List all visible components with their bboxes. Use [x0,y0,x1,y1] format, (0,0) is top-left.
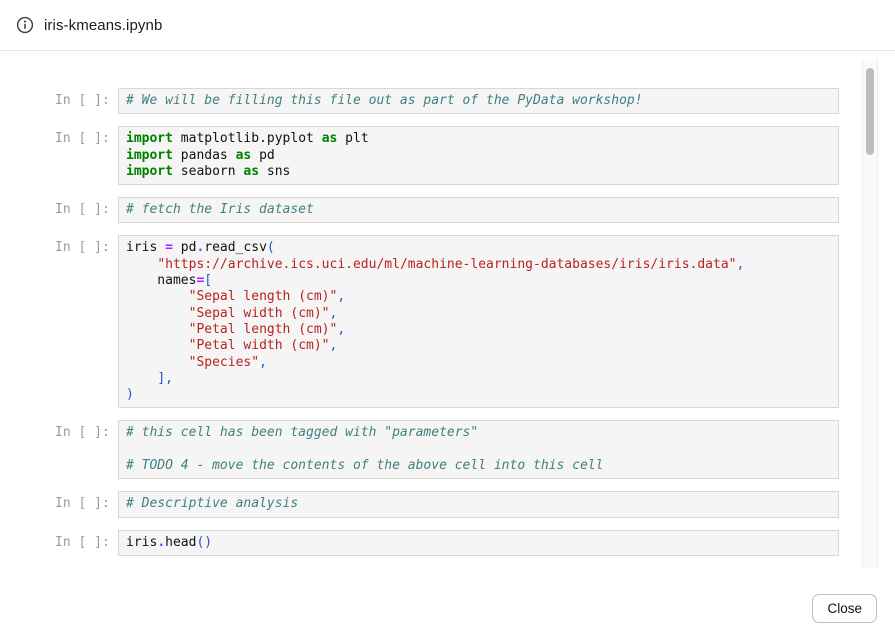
cell-input[interactable]: # this cell has been tagged with "parame… [118,420,839,480]
code-line: import matplotlib.pyplot as plt [126,131,369,147]
notebook-cell: In [ ]: # this cell has been tagged with … [55,420,839,480]
scrollbar-track[interactable] [862,60,878,568]
code-line: "Species", [188,354,267,370]
code-line: # fetch the Iris dataset [126,202,314,218]
code-line: # We will be filling this file out as pa… [126,93,643,108]
code-line: # Descriptive analysis [126,496,299,512]
cell-input[interactable]: # fetch the Iris dataset [118,197,839,224]
code-line: "Petal width (cm)", [188,338,338,354]
cell-input[interactable]: iris = pd.read_csv( "https://archive.ics… [118,235,839,409]
cell-input[interactable]: # Descriptive analysis [118,491,839,518]
notebook-cell: In [ ]: iris = pd.read_csv( "https://arch… [55,235,839,409]
code-line: names=[ [126,273,213,289]
code-line: "Sepal width (cm)", [188,305,338,321]
code-line: import pandas as pd [126,147,275,163]
dialog-title: iris-kmeans.ipynb [44,16,163,34]
code-line: import seaborn as sns [126,163,291,179]
code-line: # TODO 4 - move the contents of the abov… [126,458,604,474]
scrollbar-thumb[interactable] [866,68,874,155]
cell-prompt: In [ ]: [55,202,110,218]
cell-input[interactable]: iris.head() [118,529,839,556]
info-icon [16,16,34,34]
notebook-preview: In [ ]: # We will be filling this file ou… [0,51,895,570]
code-line: "Petal length (cm)", [188,321,346,337]
notebook-cells: In [ ]: # We will be filling this file ou… [55,88,839,568]
cell-prompt: In [ ]: [55,93,110,108]
code-line: ], [157,370,173,386]
code-line: ) [126,387,134,403]
cell-input[interactable]: # We will be filling this file out as pa… [118,88,839,115]
code-line: iris = pd.read_csv( [126,240,275,256]
cell-prompt: In [ ]: [55,496,110,512]
dialog-header: iris-kmeans.ipynb [0,0,895,51]
notebook-cell: In [ ]: iris.head() [55,529,839,556]
cell-prompt: In [ ]: [55,131,110,147]
cell-prompt: In [ ]: [55,534,110,550]
code-line: # this cell has been tagged with "parame… [126,425,479,441]
close-button[interactable]: Close [812,594,877,623]
notebook-cell: In [ ]: # We will be filling this file ou… [55,88,839,115]
code-line [126,442,831,458]
code-line: "Sepal length (cm)", [188,289,346,305]
cell-prompt: In [ ]: [55,425,110,441]
notebook-cell: In [ ]: # Descriptive analysis [55,491,839,518]
notebook-cell: In [ ]: # fetch the Iris dataset [55,197,839,224]
code-line: iris.head() [126,534,213,550]
dialog-footer: Close [0,571,895,643]
code-line: "https://archive.ics.uci.edu/ml/machine-… [157,256,745,272]
cell-prompt: In [ ]: [55,240,110,256]
